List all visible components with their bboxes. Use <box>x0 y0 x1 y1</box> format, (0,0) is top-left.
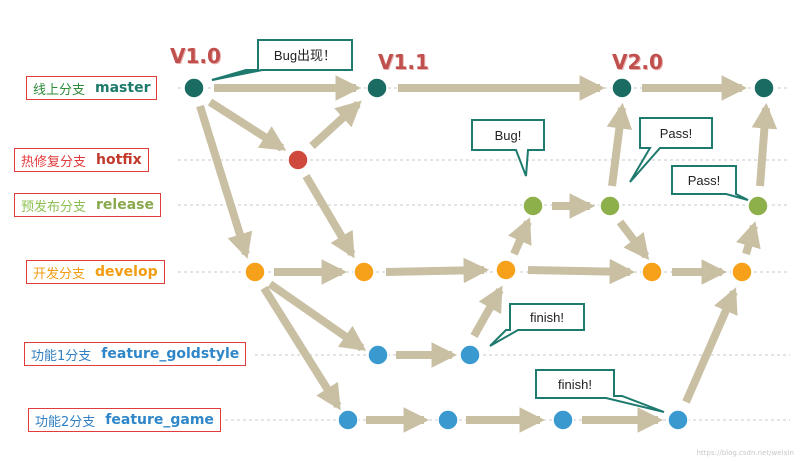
callout-finish-2: finish! <box>535 369 665 413</box>
lane-label-hotfix-en: hotfix <box>96 152 142 168</box>
callout-pass-2-text: Pass! <box>688 173 721 188</box>
flow-arrows <box>196 75 778 433</box>
arrow-release-to-develop <box>616 219 650 261</box>
lane-label-develop: 开发分支 develop <box>26 260 165 284</box>
node-master-4 <box>753 77 775 99</box>
node-develop-5 <box>731 261 753 283</box>
node-feature1-2 <box>459 344 481 366</box>
node-master-2 <box>366 77 388 99</box>
lane-label-release-en: release <box>96 197 154 213</box>
arrow-develop-to-feature1 <box>267 280 367 352</box>
callout-pass-2: Pass! <box>671 165 749 201</box>
lane-label-master: 线上分支 master <box>26 76 158 100</box>
lane-label-feature1: 功能1分支 feature_goldstyle <box>24 342 247 366</box>
node-master-1 <box>183 77 205 99</box>
arrow-develop-to-release <box>508 217 532 256</box>
node-hotfix-1 <box>287 149 309 171</box>
node-feature2-3 <box>552 409 574 431</box>
callout-bug: Bug! <box>471 119 545 177</box>
node-release-2 <box>599 195 621 217</box>
arrow-master-to-hotfix <box>207 98 287 152</box>
arrow-develop-to-release-2 <box>736 221 761 256</box>
callout-bug-appear: Bug出现！ <box>211 39 353 81</box>
arrow-hotfix-to-master <box>309 100 362 149</box>
arrow-release-to-master <box>606 102 633 187</box>
node-release-3 <box>747 195 769 217</box>
arrow-develop-2 <box>385 257 490 284</box>
arrow-master-to-develop <box>196 104 253 259</box>
callout-pass-1-text: Pass! <box>660 126 693 141</box>
version-label-v1-1: V1.1 <box>378 50 429 74</box>
lane-label-master-cn: 线上分支 <box>33 82 86 98</box>
node-develop-4 <box>641 261 663 283</box>
lane-label-feature2-cn: 功能2分支 <box>35 414 96 430</box>
arrow-feature2-to-develop <box>682 287 738 404</box>
lane-label-develop-en: develop <box>95 264 158 280</box>
lane-label-release-cn: 预发布分支 <box>21 199 87 215</box>
watermark: https://blog.csdn.net/weixin <box>696 449 794 457</box>
callouts: Bug出现！ Bug! Pass! Pass! finish! finish! <box>211 39 749 413</box>
callout-bug-appear-text: Bug出现！ <box>274 48 336 63</box>
node-feature2-1 <box>337 409 359 431</box>
commit-nodes <box>183 77 775 431</box>
callout-bug-text: Bug! <box>495 128 522 143</box>
node-develop-2 <box>353 261 375 283</box>
lane-label-feature2-en: feature_game <box>105 412 214 428</box>
lane-label-hotfix: 热修复分支 hotfix <box>14 148 149 172</box>
node-feature2-2 <box>437 409 459 431</box>
lane-label-release: 预发布分支 release <box>14 193 161 217</box>
arrow-release-to-master-2 <box>751 102 778 187</box>
arrow-hotfix-to-develop <box>302 173 356 259</box>
lane-label-feature2: 功能2分支 feature_game <box>28 408 221 432</box>
version-label-v2-0: V2.0 <box>612 50 663 74</box>
lane-label-hotfix-cn: 热修复分支 <box>21 154 87 170</box>
callout-finish-2-text: finish! <box>558 377 592 392</box>
arrow-develop-3 <box>527 258 636 285</box>
version-label-v1-0: V1.0 <box>170 44 221 68</box>
lane-label-develop-cn: 开发分支 <box>33 266 86 282</box>
node-feature2-4 <box>667 409 689 431</box>
callout-finish-1-text: finish! <box>530 310 564 325</box>
callout-pass-1: Pass! <box>629 117 713 183</box>
arrow-feature1-to-develop <box>470 285 504 338</box>
node-develop-3 <box>495 259 517 281</box>
callout-finish-1: finish! <box>489 303 585 347</box>
lane-label-master-en: master <box>95 80 151 96</box>
arrow-develop-to-feature2 <box>260 285 342 411</box>
node-feature1-1 <box>367 344 389 366</box>
node-develop-1 <box>244 261 266 283</box>
node-master-3 <box>611 77 633 99</box>
lane-label-feature1-cn: 功能1分支 <box>31 348 92 364</box>
node-release-1 <box>522 195 544 217</box>
lane-label-feature1-en: feature_goldstyle <box>101 346 240 362</box>
